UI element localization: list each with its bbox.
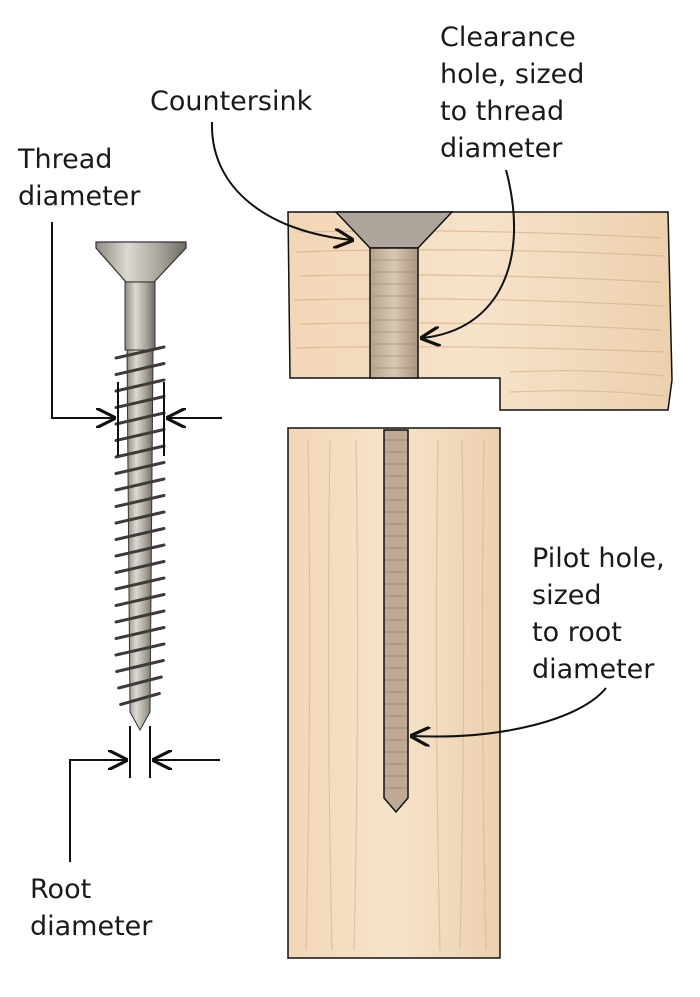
clearance-leader [422, 169, 515, 338]
top-board [287, 211, 673, 411]
clearance-hole-label: Clearance hole, sized to thread diameter [440, 22, 593, 164]
thread-flight [114, 642, 166, 657]
root-diameter-dimension [69, 726, 220, 862]
screw [95, 241, 187, 732]
thread-flight [114, 477, 166, 492]
thread-flight [114, 378, 166, 393]
thread-flight [114, 444, 166, 459]
thread-flight [114, 543, 166, 558]
thread-flight [114, 593, 166, 607]
thread-flight [114, 609, 166, 624]
countersink-label: Countersink [150, 86, 313, 117]
pilot-hole-label: Pilot hole, sized to root diameter [532, 543, 673, 685]
thread-flight [114, 560, 166, 574]
thread-flight [114, 527, 166, 541]
thread-diameter-label: Thread diameter [17, 144, 141, 212]
thread-flight [119, 692, 161, 706]
thread-flight [114, 461, 166, 475]
thread-flight [114, 510, 166, 525]
thread-flight [114, 494, 166, 508]
thread-flight [114, 395, 166, 409]
pilot-hole [383, 429, 409, 814]
thread-flight [114, 626, 166, 640]
countersink-leader [210, 121, 352, 240]
thread-diameter-dimension [51, 222, 222, 456]
thread-flight [114, 576, 166, 591]
thread-flight [114, 411, 166, 426]
thread-flight [114, 345, 166, 360]
clearance-hole [369, 247, 419, 379]
thread-flight [114, 428, 166, 442]
thread-flight [117, 675, 163, 690]
pilot-leader [412, 687, 607, 737]
thread-flight [115, 659, 165, 673]
root-diameter-label: Root diameter [30, 874, 153, 942]
thread-flight [114, 362, 166, 376]
screw-threads [114, 345, 166, 706]
